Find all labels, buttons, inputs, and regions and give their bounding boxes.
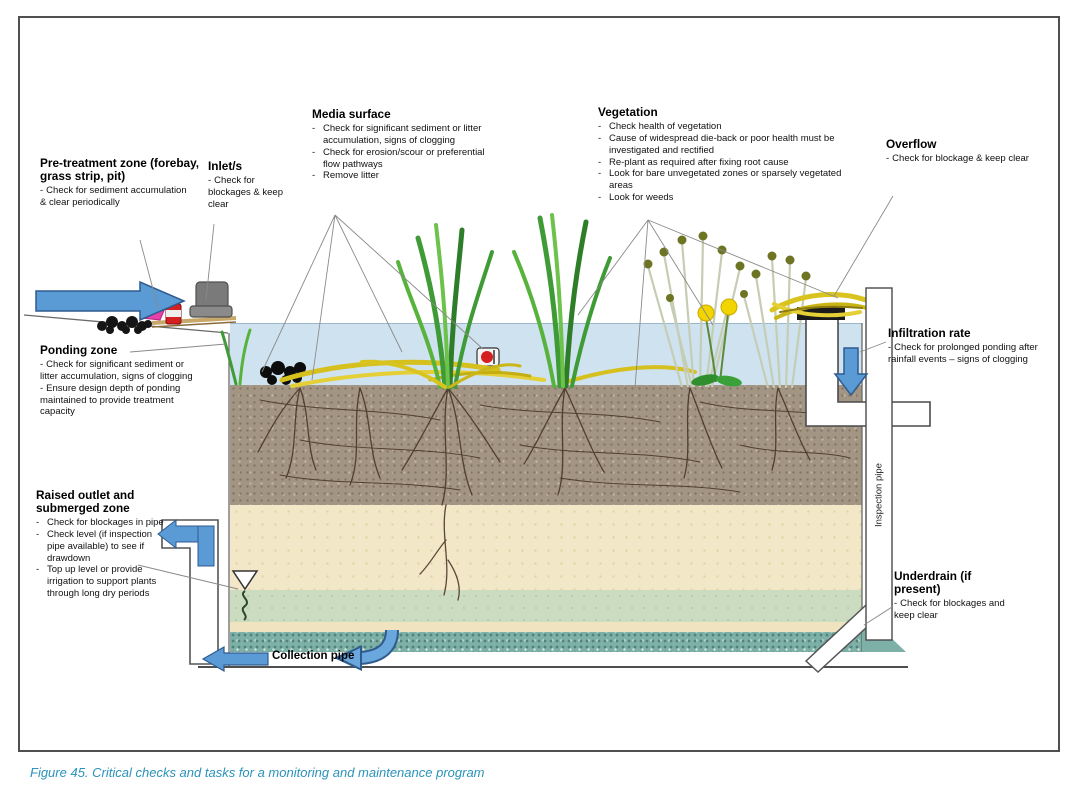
inspection-pipe-label: Inspection pipe (873, 463, 885, 527)
check-item-text: Check for significant sediment or litter… (323, 123, 482, 146)
check-item: -Check health of vegetation (598, 121, 844, 133)
check-item-text: Re-plant as required after fixing root c… (609, 156, 789, 168)
bullet-dash: - (598, 132, 602, 144)
bullet-dash: - (598, 121, 602, 133)
annotation-raised-outlet: Raised outlet and submerged zone -Check … (36, 488, 168, 600)
bullet-dash: - (36, 529, 40, 541)
check-item: -Look for bare unvegetated zones or spar… (598, 168, 844, 192)
check-list: -Check for blockages and keep clear (894, 598, 1014, 622)
annotation-title: Infiltration rate (888, 326, 971, 340)
check-item: -Check for blockages & keep clear (208, 175, 300, 210)
check-item-text: Check for blockages in pipe (47, 517, 164, 529)
check-item: -Cause of widespread die-back or poor he… (598, 133, 844, 157)
check-item: -Check for erosion/scour or preferential… (312, 147, 495, 171)
check-item: -Check for blockage & keep clear (886, 153, 1036, 165)
annotation-title: Media surface (312, 107, 391, 121)
check-item: -Re-plant as required after fixing root … (598, 157, 844, 169)
annotation-title: Inlet/s (208, 159, 243, 173)
annotation-title: Pre-treatment zone (forebay, grass strip… (40, 156, 200, 184)
check-list: -Check for prolonged ponding after rainf… (888, 342, 1048, 366)
bullet-dash: - (312, 170, 316, 182)
bullet-dash: - (894, 598, 898, 610)
annotation-vegetation: Vegetation -Check health of vegetation-C… (598, 105, 844, 204)
annotation-media-surface: Media surface -Check for significant sed… (312, 107, 495, 182)
check-item: -Top up level or provide irrigation to s… (36, 564, 168, 599)
annotation-infiltration-rate: Infiltration rate -Check for prolonged p… (888, 326, 1048, 366)
check-item-text: Check health of vegetation (609, 121, 722, 133)
check-item-text: Check for blockages and keep clear (894, 598, 1005, 622)
check-list: -Check for sediment accumulation & clear… (40, 185, 188, 209)
check-list: -Check for blockage & keep clear (886, 153, 1036, 165)
check-item: -Check for blockages in pipe (36, 517, 168, 529)
bullet-dash: - (36, 564, 40, 576)
check-item: -Check for prolonged ponding after rainf… (888, 342, 1048, 366)
bullet-dash: - (208, 175, 212, 187)
annotation-title: Ponding zone (40, 343, 118, 357)
check-list: -Check for significant sediment or litte… (312, 123, 495, 182)
check-item-text: Remove litter (323, 170, 379, 182)
annotation-overflow: Overflow -Check for blockage & keep clea… (886, 137, 1036, 165)
bullet-dash: - (598, 168, 602, 180)
check-list: -Check for blockages in pipe-Check level… (36, 517, 168, 599)
bullet-dash: - (40, 185, 44, 197)
check-item-text: Look for weeds (609, 191, 674, 203)
figure-caption: Figure 45. Critical checks and tasks for… (30, 765, 485, 780)
bullet-dash: - (312, 146, 316, 158)
check-item: -Look for weeds (598, 192, 844, 204)
bullet-dash: - (886, 153, 890, 165)
sand-transition-layer (230, 505, 862, 590)
filter-media-layer (230, 385, 862, 506)
bullet-dash: - (598, 191, 602, 203)
check-item-text: Top up level or provide irrigation to su… (47, 564, 157, 599)
bullet-dash: - (312, 123, 316, 135)
bullet-dash: - (40, 359, 44, 371)
collection-pipe-label: Collection pipe (272, 650, 355, 662)
check-item-text: Check level (if inspection pipe availabl… (47, 529, 153, 564)
annotation-title: Overflow (886, 137, 937, 151)
check-item: -Check for blockages and keep clear (894, 598, 1014, 622)
check-item-text: Cause of widespread die-back or poor hea… (609, 132, 835, 156)
check-list: -Check for significant sediment or litte… (40, 359, 198, 418)
bullet-dash: - (598, 156, 602, 168)
thin-sand-layer (230, 622, 862, 632)
check-item: -Check level (if inspection pipe availab… (36, 529, 168, 564)
submerged-zone-layer (230, 590, 862, 622)
check-list: -Check health of vegetation-Cause of wid… (598, 121, 844, 203)
check-item-text: Check for prolonged ponding after rainfa… (888, 342, 1038, 365)
annotation-inlets: Inlet/s -Check for blockages & keep clea… (208, 159, 300, 211)
check-item: -Check for significant sediment or litte… (312, 123, 495, 147)
annotation-pretreatment: Pre-treatment zone (forebay, grass strip… (40, 156, 199, 209)
check-item: -Remove litter (312, 170, 495, 182)
bullet-dash: - (888, 342, 892, 354)
check-list: -Check for blockages & keep clear (208, 175, 300, 210)
annotation-title: Underdrain (if present) (894, 569, 972, 597)
check-item-text: Check for blockage & keep clear (892, 153, 1029, 165)
bullet-dash: - (40, 382, 44, 394)
check-item-text: Check for significant sediment or litter… (40, 359, 193, 382)
check-item-text: Ensure design depth of ponding maintaine… (40, 382, 181, 418)
ponding-water-layer (230, 323, 862, 386)
check-item-text: Check for blockages & keep clear (208, 175, 283, 210)
annotation-ponding-zone: Ponding zone -Check for significant sedi… (40, 343, 198, 418)
check-item-text: Check for erosion/scour or preferential … (323, 146, 485, 170)
check-item-text: Look for bare unvegetated zones or spars… (609, 168, 842, 192)
check-item-text: Check for sediment accumulation & clear … (40, 185, 187, 209)
annotation-title: Raised outlet and submerged zone (36, 488, 135, 516)
annotation-title: Vegetation (598, 105, 658, 119)
check-item: -Check for significant sediment or litte… (40, 359, 198, 383)
annotation-underdrain: Underdrain (if present) -Check for block… (894, 569, 1014, 622)
check-item: -Check for sediment accumulation & clear… (40, 185, 188, 209)
gravel-drainage-layer (230, 632, 862, 652)
bullet-dash: - (36, 517, 40, 529)
check-item: -Ensure design depth of ponding maintain… (40, 383, 198, 418)
